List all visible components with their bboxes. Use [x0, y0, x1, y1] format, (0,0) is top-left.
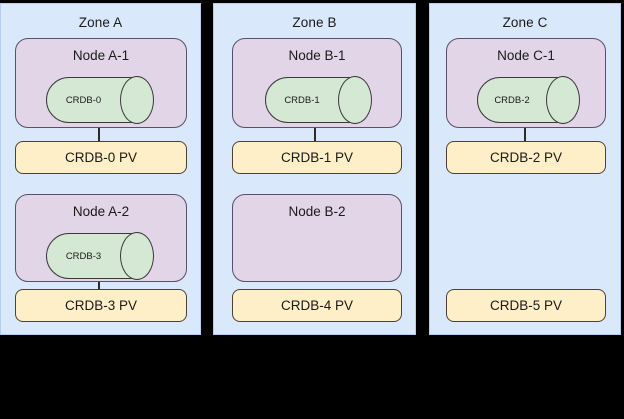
- crdb-pod-crdb-1[interactable]: CRDB-1: [265, 76, 372, 124]
- zone-panel-b: Zone B Node B-1 CRDB-1 CRDB-1 PV Node B-…: [213, 3, 416, 335]
- zone-panel-c: Zone C Node C-1 CRDB-2 CRDB-2 PV CRDB-5 …: [429, 3, 621, 335]
- node-label-a-2: Node A-2: [72, 204, 130, 219]
- connector-node-a-2-to-pv: [98, 282, 100, 292]
- node-box-b-2[interactable]: Node B-2: [232, 194, 402, 282]
- node-label-c-1: Node C-1: [497, 48, 555, 63]
- crdb-pod-label-crdb-2: CRDB-2: [494, 94, 530, 106]
- cylinder-cap-icon: [546, 76, 580, 124]
- connector-node-b-1-to-pv: [314, 128, 316, 141]
- crdb-pod-crdb-2[interactable]: CRDB-2: [477, 76, 580, 124]
- zone-title-c: Zone C: [502, 15, 548, 30]
- node-box-a-2[interactable]: Node A-2 CRDB-3: [15, 194, 187, 282]
- pv-box-crdb-4[interactable]: CRDB-4 PV: [232, 289, 402, 322]
- cylinder-cap-icon: [338, 76, 372, 124]
- connector-node-c-1-to-pv: [524, 128, 526, 141]
- pv-box-crdb-3[interactable]: CRDB-3 PV: [15, 289, 187, 322]
- pv-box-crdb-2[interactable]: CRDB-2 PV: [446, 141, 606, 174]
- node-label-b-2: Node B-2: [288, 204, 346, 219]
- pv-box-crdb-0[interactable]: CRDB-0 PV: [15, 141, 187, 174]
- pv-box-crdb-1[interactable]: CRDB-1 PV: [232, 141, 402, 174]
- node-box-b-1[interactable]: Node B-1 CRDB-1: [232, 38, 402, 128]
- pv-box-crdb-5[interactable]: CRDB-5 PV: [446, 289, 606, 322]
- cylinder-cap-icon: [120, 76, 154, 124]
- zone-title-a: Zone A: [78, 15, 123, 30]
- zone-panel-a: Zone A Node A-1 CRDB-0 CRDB-0 PV Node A-…: [0, 3, 201, 335]
- crdb-pod-label-crdb-3: CRDB-3: [65, 250, 102, 262]
- crdb-pod-label-crdb-1: CRDB-1: [284, 94, 320, 106]
- crdb-pod-label-crdb-0: CRDB-0: [65, 94, 102, 106]
- cylinder-cap-icon: [120, 232, 154, 280]
- node-box-c-1[interactable]: Node C-1 CRDB-2: [446, 38, 606, 128]
- node-box-a-1[interactable]: Node A-1 CRDB-0: [15, 38, 187, 128]
- zone-title-b: Zone B: [292, 15, 337, 30]
- connector-node-a-1-to-pv: [98, 128, 100, 141]
- node-label-b-1: Node B-1: [288, 48, 346, 63]
- node-label-a-1: Node A-1: [72, 48, 130, 63]
- crdb-pod-crdb-0[interactable]: CRDB-0: [46, 76, 154, 124]
- crdb-pod-crdb-3[interactable]: CRDB-3: [46, 232, 154, 280]
